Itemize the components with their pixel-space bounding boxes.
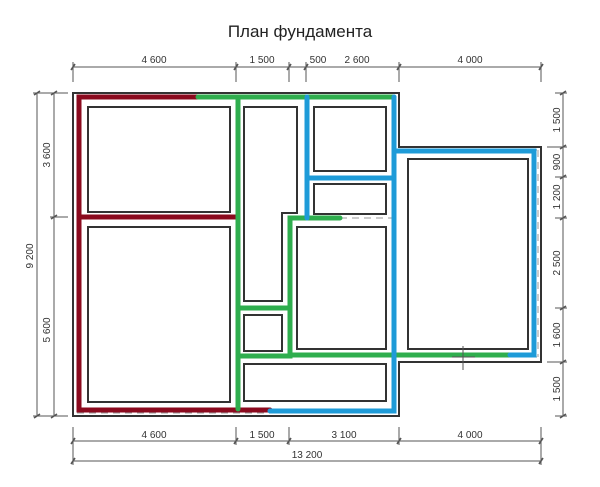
- room-4: [313, 183, 387, 215]
- room-outlines: [87, 106, 529, 403]
- dim-bottom-4: 4 000: [457, 430, 482, 441]
- dim-bottom-total: 13 200: [292, 450, 323, 461]
- room-3: [313, 106, 387, 172]
- outer-walls: [72, 92, 542, 417]
- dim-top-1: 4 600: [141, 55, 166, 66]
- dim-top-4: 2 600: [344, 55, 369, 66]
- dim-right-5: 1 600: [552, 322, 563, 347]
- dim-right-3: 1 200: [552, 184, 563, 209]
- room-7: [243, 363, 387, 402]
- dim-bottom-2: 1 500: [249, 430, 274, 441]
- room-6: [243, 314, 283, 352]
- plan-title: План фундамента: [227, 22, 373, 41]
- dim-right-4: 2 500: [552, 250, 563, 275]
- right-dimension-line: [547, 90, 567, 419]
- room-8: [407, 158, 529, 350]
- dim-left-1: 3 600: [42, 142, 53, 167]
- dim-bottom-1: 4 600: [141, 430, 166, 441]
- room-2: [87, 226, 231, 403]
- red-foundation-line: [76, 94, 273, 413]
- dim-top-2: 1 500: [249, 55, 274, 66]
- top-dimension-line: [70, 62, 544, 82]
- dim-bottom-3: 3 100: [331, 430, 356, 441]
- green-foundation-line: [195, 94, 518, 412]
- dim-left-total: 9 200: [25, 243, 36, 268]
- dim-right-6: 1 500: [552, 376, 563, 401]
- axis-cross-marker: [452, 346, 475, 370]
- dim-top-3: 500: [310, 55, 327, 66]
- corridor: [243, 106, 298, 302]
- room-1: [87, 106, 231, 213]
- bottom-dimension-lines: [70, 427, 544, 465]
- left-dimension-lines: [33, 90, 68, 419]
- blue-foundation-line: [267, 94, 537, 414]
- room-5: [296, 226, 387, 350]
- dim-right-1: 1 500: [552, 107, 563, 132]
- dim-right-2: 900: [552, 153, 563, 170]
- dim-top-5: 4 000: [457, 55, 482, 66]
- dim-left-2: 5 600: [42, 317, 53, 342]
